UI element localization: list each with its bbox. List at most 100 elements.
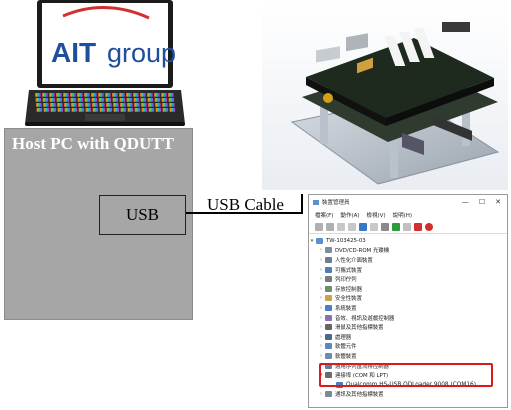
keyboard-key <box>161 93 167 97</box>
keyboard-key <box>112 93 118 97</box>
chevron-right-icon[interactable]: › <box>320 333 322 340</box>
keyboard-key <box>91 98 98 102</box>
scan-icon[interactable] <box>381 222 389 231</box>
tree-item-label: DVD/CD-ROM 光碟機 <box>335 248 390 255</box>
menu-action[interactable]: 動作(A) <box>340 212 360 219</box>
keyboard-key <box>120 108 127 112</box>
keyboard-key <box>162 103 168 107</box>
keyboard-key <box>64 108 71 112</box>
chevron-down-icon[interactable]: ▾ <box>310 237 314 244</box>
keyboard-key <box>50 108 57 112</box>
keyboard-key <box>148 108 155 112</box>
minimize-button[interactable]: — <box>461 198 469 206</box>
device-icon <box>325 256 332 263</box>
tree-item[interactable]: ›安全性裝置 <box>309 294 507 304</box>
menu-help[interactable]: 說明(H) <box>392 212 413 219</box>
chevron-right-icon[interactable]: › <box>320 266 322 273</box>
keyboard-key <box>119 93 125 97</box>
disable-device-icon[interactable] <box>403 222 411 231</box>
device-icon <box>325 285 332 292</box>
tree-item[interactable]: › DVD/CD-ROM 光碟機 <box>309 246 507 256</box>
tree-item[interactable]: ›通用序列匯流排控制器 <box>309 361 507 371</box>
menu-view[interactable]: 檢視(V) <box>366 212 386 219</box>
tree-item[interactable]: › 滑鼠及其他指標裝置 <box>309 322 507 332</box>
download-icon[interactable] <box>425 222 433 231</box>
keyboard-key <box>134 108 141 112</box>
keyboard-key <box>140 98 147 102</box>
tree-item[interactable]: › 通訊及其他指標裝置 <box>309 390 507 400</box>
tree-item-label: 滑鼠及其他指標裝置 <box>335 325 384 332</box>
tree-root-label: TW-103425-03 <box>326 237 366 244</box>
chevron-right-icon[interactable]: › <box>320 285 322 292</box>
chevron-right-icon[interactable]: › <box>320 314 322 321</box>
tree-root[interactable]: ▾ TW-103425-03 <box>309 236 507 246</box>
close-button[interactable]: ✕ <box>495 198 501 206</box>
update-driver-icon[interactable] <box>392 222 400 231</box>
keyboard-key <box>43 108 50 112</box>
tree-item[interactable]: ›音效、視訊及遊戲控制器 <box>309 313 507 323</box>
properties-icon[interactable] <box>337 222 345 231</box>
device-icon <box>325 343 332 350</box>
keyboard-key <box>127 103 133 107</box>
uninstall-icon[interactable] <box>414 222 422 231</box>
device-icon <box>325 362 332 369</box>
tree-item[interactable]: ›列印佇列 <box>309 274 507 284</box>
device-tree: ▾ TW-103425-03 ›DVD/CD-ROM 光碟機›人性化介面裝置›可… <box>309 234 507 399</box>
chevron-right-icon[interactable]: › <box>320 352 322 359</box>
chevron-right-icon[interactable]: › <box>320 324 322 331</box>
menu-file[interactable]: 檔案(F) <box>315 212 334 219</box>
device-manager-icon <box>313 199 319 205</box>
chevron-right-icon[interactable]: › <box>320 343 322 350</box>
window-title: 裝置管理員 <box>322 200 350 206</box>
keyboard-key <box>113 108 120 112</box>
tree-item[interactable]: ›軟體裝置 <box>309 351 507 361</box>
tree-item[interactable]: ›系統裝置 <box>309 303 507 313</box>
tree-item-label: 通訊及其他指標裝置 <box>335 392 384 399</box>
chevron-right-icon[interactable]: › <box>320 362 322 369</box>
keyboard-key <box>77 93 83 97</box>
keyboard-key <box>43 103 49 107</box>
keyboard-key <box>168 98 175 102</box>
back-arrow-icon[interactable] <box>315 222 323 231</box>
keyboard-key <box>49 93 55 97</box>
keyboard-key <box>49 98 56 102</box>
keyboard-key <box>127 108 134 112</box>
tree-item[interactable]: ›人性化介面裝置 <box>309 255 507 265</box>
view-icon[interactable] <box>348 222 356 231</box>
forward-arrow-icon[interactable] <box>326 222 334 231</box>
chevron-right-icon[interactable]: › <box>320 247 322 254</box>
chevron-right-icon[interactable]: › <box>320 276 322 283</box>
keyboard-key <box>140 93 146 97</box>
keyboard-key <box>113 103 119 107</box>
tree-item[interactable]: › 可攜式裝置 <box>309 265 507 275</box>
keyboard-key <box>36 108 43 112</box>
device-manager-titlebar: 裝置管理員 — ☐ ✕ <box>309 195 507 209</box>
help-icon[interactable] <box>359 222 367 231</box>
device-icon <box>325 324 332 331</box>
chevron-right-icon[interactable]: › <box>320 304 322 311</box>
device-icon <box>325 295 332 302</box>
keyboard-key <box>50 103 56 107</box>
keyboard-key <box>169 103 175 107</box>
tree-item-label: 可攜式裝置 <box>335 267 362 274</box>
device-icon <box>325 352 332 359</box>
chevron-right-icon[interactable]: › <box>320 295 322 302</box>
keyboard-key <box>141 108 148 112</box>
keyboard-key <box>120 103 126 107</box>
host-pc-label: Host PC with QDUTT <box>12 134 174 153</box>
menu-bar: 檔案(F) 動作(A) 檢視(V) 說明(H) <box>309 209 507 220</box>
maximize-button[interactable]: ☐ <box>478 198 486 206</box>
tree-item[interactable]: ›處理器 <box>309 332 507 342</box>
keyboard-key <box>99 103 105 107</box>
device-icon <box>325 304 332 311</box>
tree-item[interactable]: ›軟體元件 <box>309 342 507 352</box>
chevron-right-icon[interactable]: › <box>320 256 322 263</box>
keyboard-key <box>98 93 104 97</box>
chevron-right-icon[interactable]: › <box>320 391 322 398</box>
tree-item[interactable]: ›存放控制器 <box>309 284 507 294</box>
list-icon[interactable] <box>370 222 378 231</box>
tree-item-child[interactable]: Qualcomm HS-USB QDLoader 9008 (COM16) <box>309 380 507 390</box>
keyboard-key <box>147 98 154 102</box>
toolbar <box>309 220 507 234</box>
keyboard-key <box>70 98 77 102</box>
